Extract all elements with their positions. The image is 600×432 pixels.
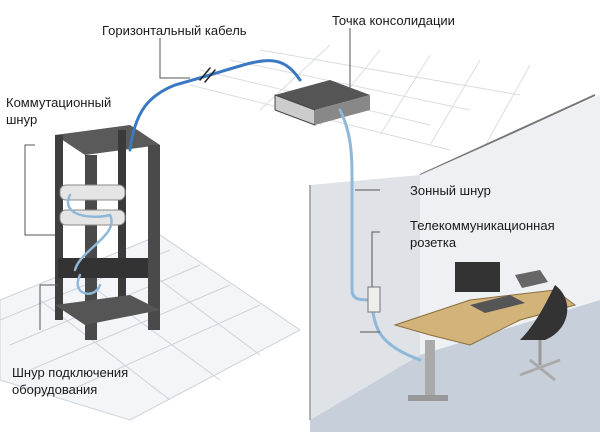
label-consolidation-point: Точка консолидации	[332, 13, 455, 28]
telecom-outlet	[367, 286, 381, 313]
office-desk	[393, 262, 577, 401]
label-equipment-cord-line1: Шнур подключения	[12, 365, 129, 380]
equipment-rack	[55, 125, 160, 340]
zone-cord	[338, 108, 374, 302]
label-zone-cord: Зонный шнур	[410, 183, 491, 198]
office-chair	[519, 285, 568, 382]
label-patch-cord-line1: Коммутационный	[6, 95, 112, 110]
equipment-cord	[76, 273, 102, 295]
leader-lines	[24, 28, 380, 333]
patch-cord	[66, 193, 113, 272]
label-equipment-cord-line2: оборудования	[12, 382, 98, 397]
label-horizontal-cable: Горизонтальный кабель	[102, 23, 247, 38]
label-patch-cord-line2: шнур	[6, 112, 38, 127]
ceiling-edge	[419, 94, 596, 176]
consolidation-point-box	[274, 80, 370, 126]
label-telecom-outlet-line1: Телекоммуникационная	[410, 218, 555, 233]
label-telecom-outlet-line2: розетка	[410, 235, 457, 250]
